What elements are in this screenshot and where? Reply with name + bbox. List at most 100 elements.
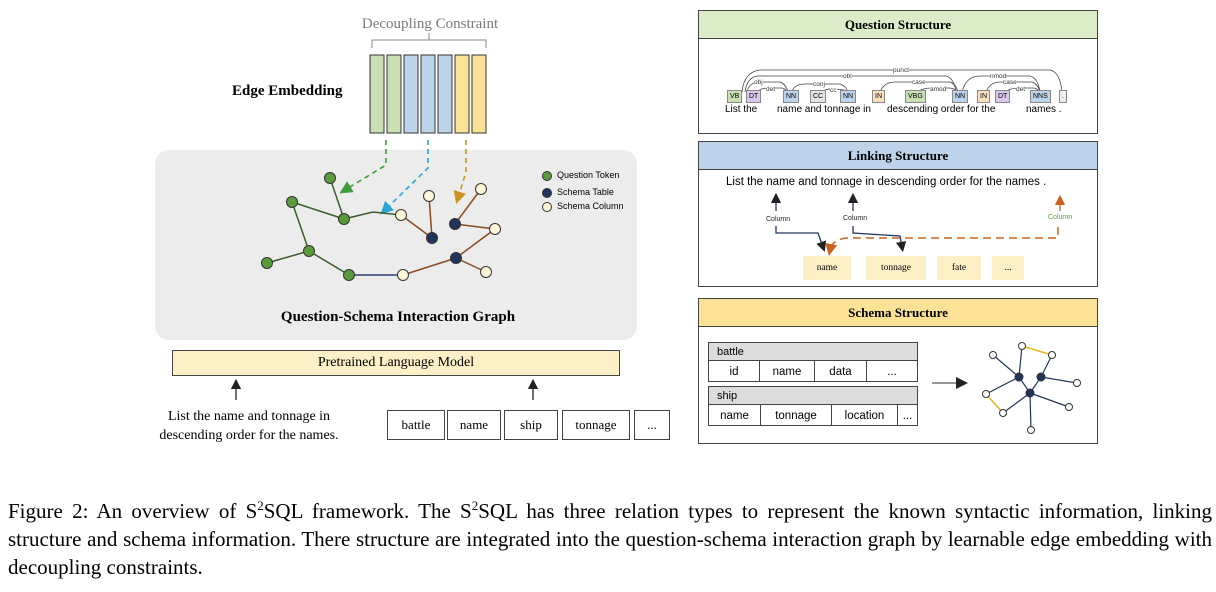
edge-embedding-bar-blue-3 xyxy=(437,54,453,134)
dep-label-det: det xyxy=(766,86,776,93)
dep-label-det-2: det xyxy=(1016,86,1026,93)
caption-rest: SQL has three relation types to represen… xyxy=(8,499,1212,579)
legend-question-token: Question Token xyxy=(542,170,619,181)
table-cell-location: location xyxy=(831,404,898,426)
token-group-3: descending order for the xyxy=(887,104,996,115)
token-group-1: List the xyxy=(725,104,758,115)
decoupling-constraint-label: Decoupling Constraint xyxy=(361,16,499,32)
schema-graph-nodes xyxy=(982,342,1081,434)
dep-label-amod: amod xyxy=(930,86,947,93)
pos-tag-in: IN xyxy=(872,90,885,103)
pos-tag-vbg: VBG xyxy=(905,90,926,103)
dep-label-obl: obl xyxy=(843,73,852,80)
link-box-fate: fate xyxy=(937,256,981,280)
schema-column-node xyxy=(395,209,407,221)
question-token-node xyxy=(338,213,350,225)
pos-tag-nn: NN xyxy=(783,90,800,103)
dep-label-obj: obj xyxy=(754,79,763,86)
dep-label-nmod: nmod xyxy=(990,73,1007,80)
legend-schema-column: Schema Column xyxy=(542,201,624,212)
schema-item-ship: ship xyxy=(504,410,558,440)
legend-question-token-text: Question Token xyxy=(557,170,620,180)
question-token-node xyxy=(286,196,298,208)
table-cell-ship-name: name xyxy=(708,404,761,426)
blue-dashed-arrow xyxy=(380,140,429,215)
yellow-dashed-arrow xyxy=(453,140,467,205)
schema-table-node xyxy=(450,252,462,264)
green-dashed-arrow xyxy=(339,140,387,194)
schema-table-node xyxy=(426,232,438,244)
table-cell-data: data xyxy=(814,360,867,382)
legend-schema-table: Schema Table xyxy=(542,187,614,198)
pos-tag-dt: DT xyxy=(746,90,762,103)
question-token-node xyxy=(303,245,315,257)
schema-table-node xyxy=(449,218,461,230)
legend-schema-column-text: Schema Column xyxy=(557,201,624,211)
dep-label-conj: conj xyxy=(813,81,825,88)
pos-tag-vb: VB xyxy=(727,90,743,103)
pos-tag-in-2: IN xyxy=(977,90,990,103)
link-label-column-2: Column xyxy=(843,215,868,222)
caption-sup-2: 2 xyxy=(471,498,479,513)
graph-nodes xyxy=(261,172,501,281)
edge-embedding-bar-blue-1 xyxy=(403,54,419,134)
edge-embedding-bar-green-2 xyxy=(386,54,402,134)
pos-tag-dt-2: DT xyxy=(995,90,1011,103)
schema-item-name: name xyxy=(447,410,501,440)
question-token-node xyxy=(324,172,336,184)
linking-structure-title: Linking Structure xyxy=(699,142,1097,170)
question-structure-title: Question Structure xyxy=(699,11,1097,39)
legend-schema-table-text: Schema Table xyxy=(557,187,614,197)
schema-item-tonnage: tonnage xyxy=(562,410,630,440)
edge-embedding-bar-yellow-2 xyxy=(471,54,487,134)
pos-tag-cc: CC xyxy=(810,90,827,103)
schema-item-ellipsis: ... xyxy=(634,410,670,440)
graph-svg xyxy=(230,54,539,400)
dep-label-case-2: case xyxy=(1003,79,1017,86)
schema-graph-svg xyxy=(932,342,1081,434)
interaction-graph-panel xyxy=(155,150,637,340)
token-group-4: names . xyxy=(1026,104,1062,115)
question-token-dot-icon xyxy=(542,170,552,181)
caption-sup-1: 2 xyxy=(257,498,264,513)
schema-column-node xyxy=(397,269,409,281)
left-diagram-svg xyxy=(371,33,487,48)
edge-embedding-label: Edge Embedding xyxy=(232,83,343,99)
token-group-2: name and tonnage in xyxy=(777,104,871,115)
caption-prefix: Figure 2: An overview of S xyxy=(8,499,258,523)
pretrained-language-model-box: Pretrained Language Model xyxy=(172,350,620,376)
schema-column-node xyxy=(480,266,492,278)
table-cell-ellipsis: ... xyxy=(866,360,918,382)
question-input-text: List the name and tonnage in descending … xyxy=(135,407,363,445)
figure-caption: Figure 2: An overview of S2SQL framework… xyxy=(8,492,1212,581)
edge-embedding-bar-blue-2 xyxy=(420,54,436,134)
question-token-node xyxy=(343,269,355,281)
question-token-node xyxy=(261,257,273,269)
table-cell-ship-ellipsis: ... xyxy=(897,404,918,426)
question-line-1: List the name and tonnage in xyxy=(167,409,331,424)
graph-title: Question-Schema Interaction Graph xyxy=(280,309,516,325)
edge-embedding-bar-green-1 xyxy=(369,54,385,134)
pos-tag-nns: NNS xyxy=(1030,90,1051,103)
schema-table-dot-icon xyxy=(542,187,552,198)
pos-tag-nn-2: NN xyxy=(840,90,857,103)
pos-tag-nn-3: NN xyxy=(952,90,969,103)
edge-embedding-bar-yellow-1 xyxy=(454,54,470,134)
link-label-column-1: Column xyxy=(766,216,791,223)
dep-label-punct: punct xyxy=(893,67,909,74)
dep-label-case: case xyxy=(912,79,926,86)
pos-tag-period: . xyxy=(1059,90,1067,103)
schema-item-battle: battle xyxy=(387,410,445,440)
link-box-tonnage: tonnage xyxy=(866,256,926,280)
schema-column-node xyxy=(423,190,435,202)
table-cell-tonnage: tonnage xyxy=(760,404,832,426)
link-box-ellipsis: ... xyxy=(992,256,1024,280)
linking-sentence: List the name and tonnage in descending … xyxy=(726,176,1047,188)
question-line-2: descending order for the names. xyxy=(159,428,339,443)
schema-column-node xyxy=(489,223,501,235)
caption-mid: SQL framework. The S xyxy=(263,499,472,523)
schema-column-dot-icon xyxy=(542,201,552,212)
schema-column-node xyxy=(475,183,487,195)
table-cell-name: name xyxy=(759,360,815,382)
dep-label-cc: cc xyxy=(830,87,837,94)
